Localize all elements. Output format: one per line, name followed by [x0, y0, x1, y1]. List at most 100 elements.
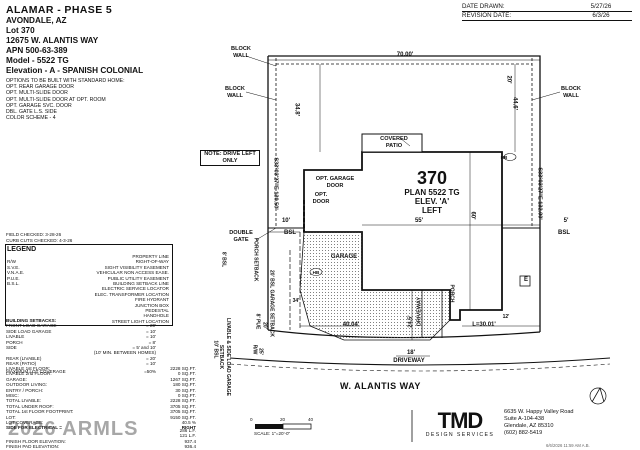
dim-12: 12' — [502, 314, 510, 320]
option-item: COLOR SCHEME - 4 — [6, 115, 56, 122]
stat-value: RIGHT — [181, 425, 196, 431]
pue-label: 8' PUE — [254, 313, 261, 330]
setback-value: = 10' — [146, 334, 156, 340]
option-item: OPT. MULTI-SLIDE DOOR AT OPT. ROOM — [6, 96, 106, 103]
building-width-dim: 55' — [414, 218, 424, 224]
scale-tick: 20 — [280, 417, 286, 422]
legend-symbol: V.N.A.E. — [7, 270, 25, 276]
stat-value: 0 SQ.FT. — [177, 371, 196, 377]
stat-value: 2228 SQ.FT. — [170, 366, 196, 371]
elevation: Elevation - A - SPANISH COLONIAL — [6, 66, 144, 75]
legend-symbol: B.S.L. — [7, 281, 20, 287]
setback-row: REAR (PATIO)= 10' — [6, 361, 156, 366]
stat-value: 3705 SQ.FT. — [170, 409, 196, 415]
setback-row: PORCH = 8' — [6, 340, 156, 345]
stat-label: MISC: — [6, 393, 19, 399]
dim-20: 20' — [261, 322, 268, 329]
revision-date: 6/3/26 — [592, 12, 610, 19]
legend-text: SIGHT VISIBILITY EASEMENT — [104, 264, 169, 270]
street-curb — [229, 357, 611, 366]
revision-date-label: REVISION DATE: — [462, 12, 512, 19]
lot-info: AVONDALE, AZ Lot 370 12675 W. ALANTIS WA… — [6, 16, 226, 121]
stat-row: TOTAL 1st FLOOR FOOTPRINT: 3705 SQ.FT. — [6, 409, 196, 414]
stat-label: TOTAL 1st FLOOR FOOTPRINT: — [6, 409, 74, 415]
watermark: 2026 ARMLS — [8, 418, 139, 440]
company-address: 6635 W. Happy Valley Road Suite A-104-43… — [504, 409, 636, 437]
stat-label: FINISH PAD ELEVATION: — [6, 444, 60, 450]
covered-patio-label: COVERED PATIO — [380, 136, 408, 149]
porch-bsl-label: 8' BSL — [220, 251, 227, 268]
address-line: Suite A-104-438 — [504, 416, 545, 422]
lot-number-large: 370 — [416, 168, 448, 188]
stat-row: LIVABLE 1st FLOOR:2228 SQ.FT. — [6, 366, 196, 371]
model: Model - 5522 TG — [6, 56, 69, 65]
double-gate-label: DOUBLE GATE — [229, 230, 253, 243]
field-checked: FIELD CHECKED: 3-28-26 — [6, 232, 62, 237]
top-dim: 20' — [505, 75, 512, 84]
legend-row: V.N.A.E.VEHICULAR NON ACCESS EASE. — [7, 270, 169, 275]
note-drive: NOTE: DRIVE LEFT ONLY — [200, 150, 260, 166]
setback-value: = 8' — [148, 339, 156, 345]
legend-text: PUBLIC UTILITY EASEMENT — [107, 275, 169, 281]
legend-row: PROPERTY LINE — [7, 254, 169, 259]
logo-tagline: DESIGN SERVICES — [425, 432, 495, 438]
setback-type: REAR (PATIO) — [6, 361, 37, 367]
stat-value: 9150 SQ.FT. — [170, 414, 196, 420]
area-statistics: LIVABLE 1st FLOOR:2228 SQ.FT. LIVABLE 2n… — [6, 366, 196, 431]
garage-setback-label: 20' BSL GARAGE SETBACK — [268, 270, 275, 337]
stat-value: 936.4 — [184, 444, 197, 450]
date-drawn: 5/27/26 — [590, 3, 612, 10]
legend-text: PROPERTY LINE — [132, 254, 169, 259]
stat-value: 286 L.F. — [179, 428, 196, 433]
stat-row: TOTAL LIVABLE:2228 SQ.FT. — [6, 398, 196, 403]
plan-elevation: ELEV. 'A' — [414, 197, 450, 206]
logo-mark: TMD — [437, 408, 484, 433]
stat-row: TOTAL UNDER ROOF:3705 SQ.FT. — [6, 404, 196, 409]
stat-row: FINISH PAD ELEVATION: 936.4 — [6, 444, 196, 449]
stat-value: 180 SQ.FT. — [172, 382, 196, 388]
stat-label: GARAGE: — [6, 376, 27, 382]
hose-bib-label: HB — [312, 270, 320, 275]
stat-value: 937.4 — [184, 438, 197, 444]
building-depth-dim: 60' — [469, 211, 476, 220]
lot-label: 370 PLAN 5522 TG ELEV. 'A' LEFT — [376, 168, 488, 215]
legend-text: HANDHOLE — [143, 313, 169, 319]
stat-row: 121 L.F. — [6, 433, 196, 438]
street-name: W. ALANTIS WAY — [340, 381, 421, 391]
setback-row: REAR (LIVABLE)= 20' — [6, 356, 156, 361]
opt-door-label: OPT. DOOR — [312, 192, 330, 205]
stat-row: 286 L.F. — [6, 428, 196, 433]
stat-label: LOT COVERAGE: — [6, 420, 44, 426]
rear-width-dim: 70.00' — [396, 52, 414, 58]
option-item: OPT. GARAGE SVC. DOOR — [6, 102, 72, 109]
legend-row: HANDHOLE — [7, 313, 169, 318]
legend-text: BUILDING SETBACK LINE — [113, 281, 169, 287]
setback-value: (10' MIN. BETWEEN HOMES) — [93, 350, 156, 356]
stat-value: 40.5 % — [181, 420, 196, 426]
legend-row: STREET LIGHT LOCATION — [7, 319, 169, 324]
building-setbacks: BUILDING SETBACKS: FRONT LOAD GARAGE= 20… — [6, 318, 168, 374]
setback-type: PORCH — [6, 339, 23, 345]
phone: (602) 882-5419 — [504, 430, 543, 436]
electric-service-marker — [519, 275, 531, 287]
dim-34: 34' — [292, 298, 300, 304]
setback-value: = 20' — [146, 355, 156, 361]
legend-row: ELECTRIC SERVICE LOCATOR — [7, 286, 169, 291]
setback-type: SIDE LOAD GARAGE — [6, 328, 52, 334]
setback-row: FRONT LOAD GARAGE= 20' — [6, 323, 156, 328]
electric-service-label: E — [523, 277, 528, 283]
stat-value: 30 SQ.FT. — [175, 387, 196, 393]
scale-label: SCALE: 1"=20'-0" — [254, 431, 291, 436]
legend-symbol: P.U.E. — [7, 275, 20, 281]
option-item: OPT. MULTI-SLIDE DOOR — [6, 90, 68, 97]
setback-row: LIVABLE= 10' — [6, 334, 156, 339]
legend-row: FIRE HYDRANT — [7, 297, 169, 302]
company-logo: TMD DESIGN SERVICES — [420, 408, 500, 439]
property-line — [268, 55, 541, 332]
stat-label: TOTAL UNDER ROOF: — [6, 403, 54, 409]
setbacks-title: BUILDING SETBACKS: — [6, 318, 57, 323]
setback-type: SIDE — [6, 345, 17, 351]
bsl-front-10: 10' BSL — [212, 340, 219, 359]
